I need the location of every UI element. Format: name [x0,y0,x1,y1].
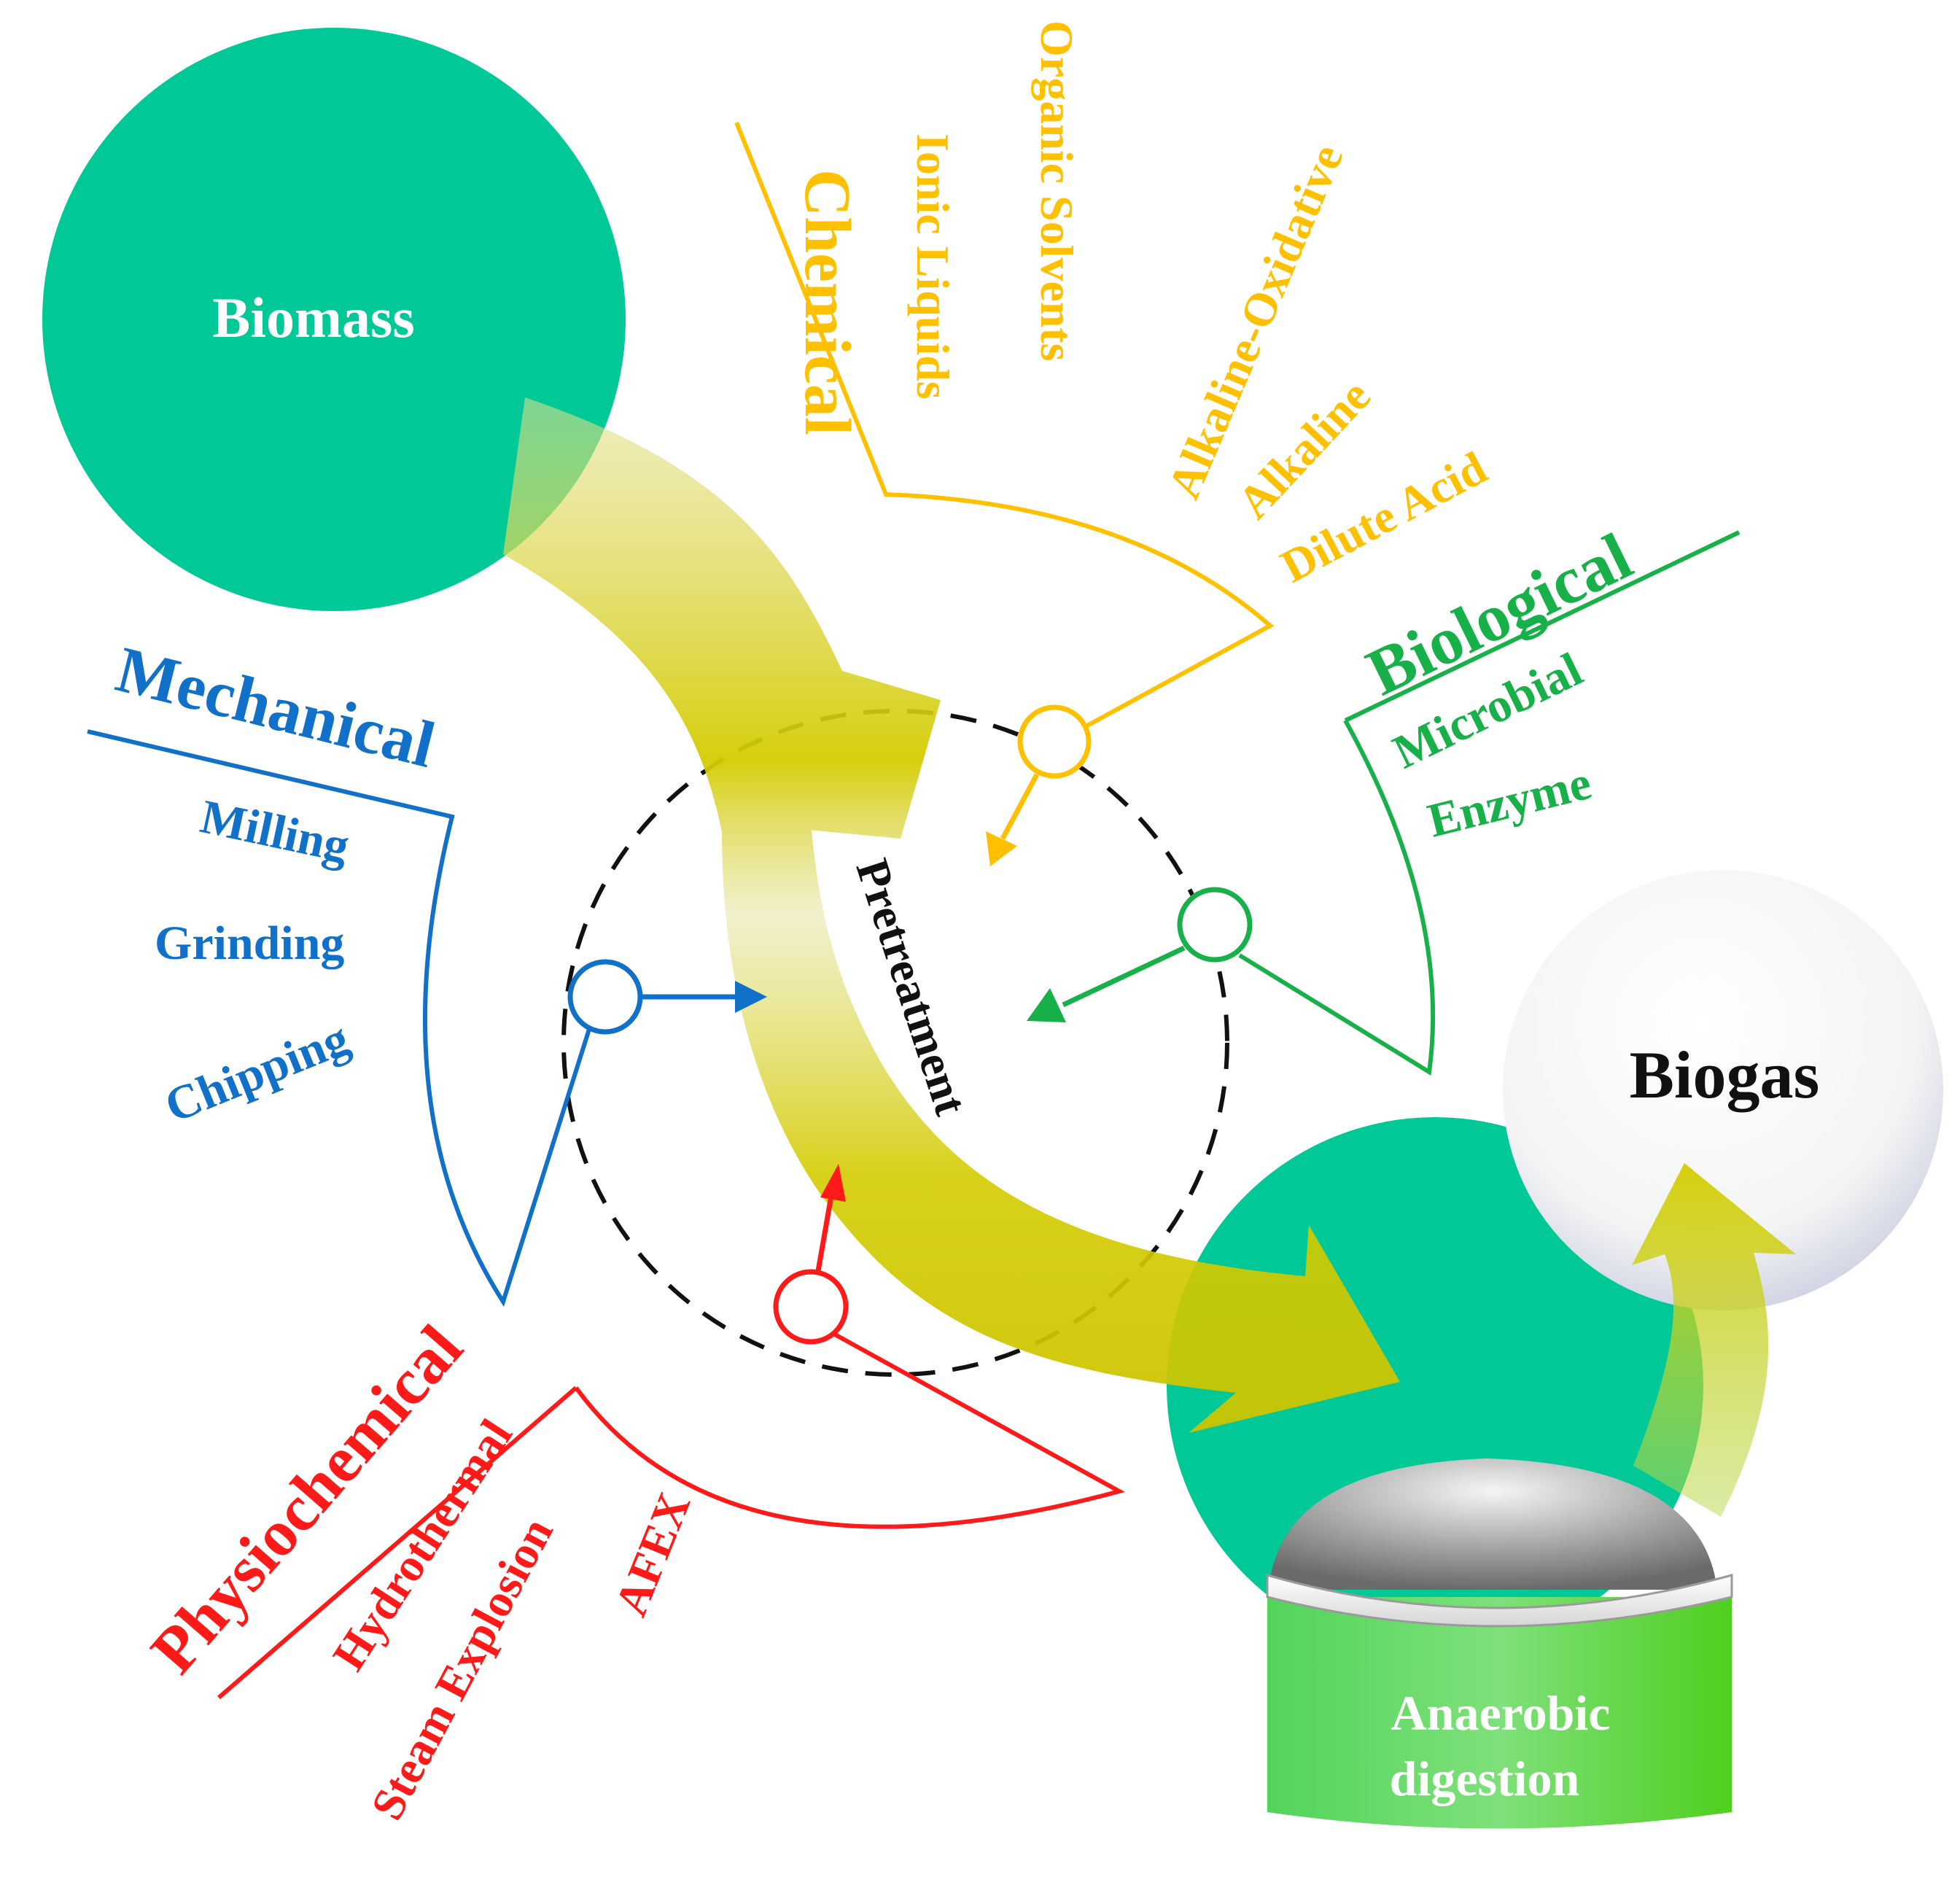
digester-body [1267,1597,1732,1829]
chemical-bracket [734,121,1275,731]
mechanical-item-grinding: Grinding [155,917,344,970]
biogas-node [1503,870,1943,1310]
biological-bracket [1238,719,1436,1076]
biological-underline [1344,530,1741,723]
digester-rim [1266,1574,1733,1628]
mechanical-bracket [87,729,593,1307]
biomass-label: Biomass [212,286,414,349]
biological-arrow-shaft [1062,945,1186,1008]
digester-dome [1269,1458,1717,1590]
digester-label-line1: Anaerobic [1391,1685,1611,1741]
pretreatment-ring [561,709,1229,1377]
physiochemical-underline [217,1386,578,1700]
mechanical-item-milling: Milling [196,790,354,873]
biological-node [1177,887,1253,963]
physiochemical-item-afex: AFEX [604,1485,700,1623]
physiochemical-bracket [574,1332,1125,1529]
chemical-arrow-shaft [1000,773,1040,840]
chemical-node [1017,704,1092,779]
biogas-flow-arrow [1632,1163,1796,1517]
mechanical-group: Mechanical Milling Grinding Chipping [87,633,767,1307]
biological-arrow-head [1027,988,1066,1022]
physiochemical-arrow-head [820,1164,846,1202]
biogas-label: Biogas [1630,1038,1820,1112]
mechanical-node [567,959,643,1035]
chemical-arrow-head [986,831,1017,866]
main-flow-arrow [503,397,1400,1433]
biomass-node [42,28,626,611]
chemical-item-organic-solvents: Organic Solvents [1031,20,1083,362]
digester-label-line2: digestion [1390,1751,1580,1806]
chemical-title: Chemical [791,169,863,435]
digester-tank: Anaerobic digestion [1266,1458,1733,1829]
mechanical-title: Mechanical [109,633,442,782]
chemical-item-ionic-liquids: Ionic Liquids [907,133,959,400]
mechanical-arrow-head [735,981,767,1013]
mechanical-item-chipping: Chipping [158,1011,356,1133]
physiochemical-arrow-shaft [815,1195,834,1272]
physiochemical-node [773,1269,849,1345]
biological-item-enzyme: Enzyme [1423,756,1596,848]
